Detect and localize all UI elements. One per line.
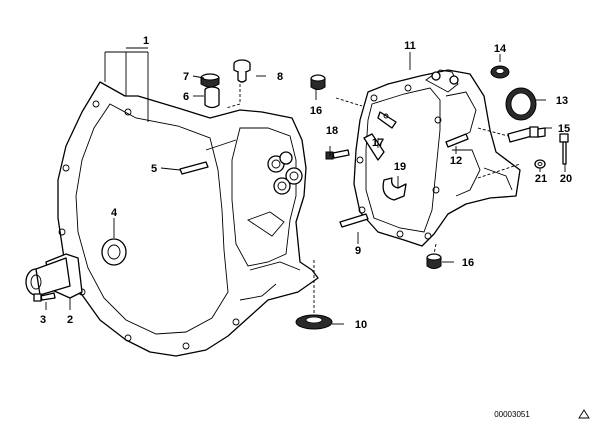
- callout-1: 1: [143, 35, 149, 47]
- seal-ring-part-4: [101, 238, 127, 266]
- callout-5: 5: [151, 163, 157, 175]
- callout-3: 3: [40, 314, 46, 326]
- callout-8: 8: [277, 71, 283, 83]
- plug-part-16-top: [310, 74, 326, 90]
- sleeve-part-6: [204, 86, 220, 109]
- washer-part-21: [534, 159, 546, 169]
- transmission-case: [353, 69, 521, 247]
- breather-plug-part-8: [233, 59, 251, 83]
- callout-6: 6: [183, 91, 189, 103]
- triangle-warning-icon: [578, 409, 590, 419]
- bolt-part-20: [559, 133, 569, 165]
- callout-19: 19: [394, 161, 406, 173]
- leader-lines: [45, 47, 566, 325]
- plug-part-16-bottom: [426, 253, 442, 269]
- callout-16-top: 16: [310, 105, 322, 117]
- callout-14: 14: [494, 43, 507, 55]
- gate-plate-part-19: [382, 177, 407, 201]
- callout-10: 10: [355, 319, 367, 331]
- callout-4: 4: [111, 207, 118, 219]
- seal-part-14: [490, 65, 510, 79]
- diagram-footer: 00003051: [494, 409, 590, 419]
- gate-plate-part-17: [363, 111, 397, 161]
- nut-part-7: [200, 73, 220, 88]
- bell-housing: [57, 81, 319, 357]
- bolt-part-18: [325, 149, 350, 160]
- callout-2: 2: [67, 314, 73, 326]
- pin-part-12: [445, 133, 469, 148]
- seal-ring-part-13: [505, 87, 537, 121]
- guide-sleeve-part-2: [25, 253, 83, 299]
- shaft-seal-part-10: [295, 314, 333, 330]
- dowel-pin-part-5: [179, 161, 209, 175]
- callout-labels: 1 2 3 4 5 6 7 8 9 10 11 12 13 14 15 16 1…: [40, 35, 572, 331]
- screw-part-3: [33, 292, 56, 302]
- switch-part-15: [507, 126, 546, 143]
- dowel-part-9: [339, 213, 369, 228]
- callout-20: 20: [560, 173, 572, 185]
- callout-9: 9: [355, 245, 361, 257]
- callout-7: 7: [183, 71, 189, 83]
- callout-21: 21: [535, 173, 547, 185]
- callout-11: 11: [404, 40, 416, 52]
- callout-15: 15: [558, 123, 570, 135]
- callout-16-bottom: 16: [462, 257, 474, 269]
- callout-18: 18: [326, 125, 338, 137]
- callout-17: 17: [372, 137, 384, 149]
- diagram-code: 00003051: [494, 410, 530, 419]
- callout-12: 12: [450, 155, 462, 167]
- callout-13: 13: [556, 95, 568, 107]
